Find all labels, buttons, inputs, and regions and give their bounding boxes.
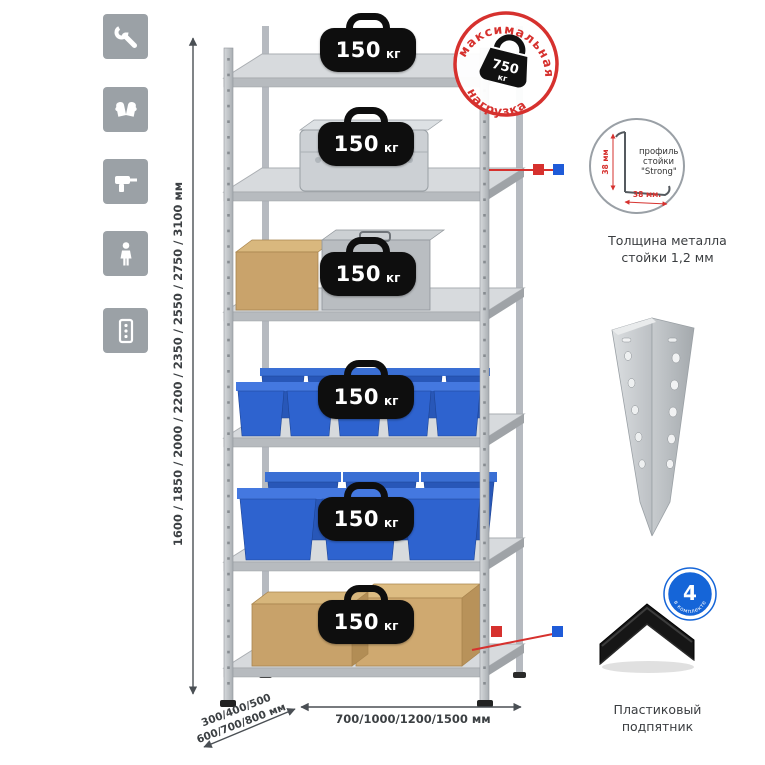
load-value: 150 xyxy=(333,610,379,634)
plastic-foot-illustration xyxy=(599,603,695,673)
foot-caption-line2: подпятник xyxy=(621,718,694,734)
gloves-icon xyxy=(103,87,148,132)
max-load-stamp: максимальная нагрузка 750 кг xyxy=(453,10,568,126)
load-value: 150 xyxy=(333,385,379,409)
profile-dim-vertical: 38 мм xyxy=(601,149,610,174)
profile-callout: 38 мм 38 мм. профиль стойки "Strong" xyxy=(589,118,685,214)
foot-back-right xyxy=(513,672,526,678)
front-post-right xyxy=(479,47,490,703)
profile-dim-horizontal: 38 мм. xyxy=(633,190,661,199)
connector-marker-blue-bottom xyxy=(552,626,563,637)
front-post-left xyxy=(223,47,234,703)
profile-caption-line1: Толщина металла xyxy=(608,233,727,248)
connector-top xyxy=(489,164,564,175)
wrench-icon xyxy=(103,14,148,59)
foot-caption-line1: Пластиковый xyxy=(613,702,702,717)
load-badge-shelf-1: 150 кг xyxy=(320,28,416,72)
back-post-right xyxy=(516,26,523,676)
load-value: 150 xyxy=(335,38,381,62)
profile-label-2: стойки xyxy=(643,157,674,167)
stamp-kettlebell: 750 кг xyxy=(479,34,528,88)
load-value: 150 xyxy=(333,507,379,531)
load-badge-shelf-4: 150 кг xyxy=(318,375,414,419)
load-badge-shelf-3: 150 кг xyxy=(320,252,416,296)
angle-post-illustration xyxy=(611,317,695,537)
rack-post-icon xyxy=(103,308,148,353)
profile-drawing xyxy=(615,131,671,197)
set-count-badge: 4 в комплекте xyxy=(663,567,717,621)
profile-caption: Толщина металла стойки 1,2 мм xyxy=(580,233,755,267)
load-unit: кг xyxy=(383,515,399,530)
foot-front-right xyxy=(477,700,493,707)
depth-dimension-arrow xyxy=(203,708,296,748)
connector-marker-red-bottom xyxy=(491,626,502,637)
height-dimension-label: 1600 / 1850 / 2000 / 2200 / 2350 / 2550 … xyxy=(171,181,185,547)
load-badge-shelf-5: 150 кг xyxy=(318,497,414,541)
load-badge-shelf-2: 150 кг xyxy=(318,122,414,166)
connector-bottom xyxy=(471,626,563,651)
load-badge-shelf-6: 150 кг xyxy=(318,600,414,644)
connector-marker-blue-top xyxy=(553,164,564,175)
drill-icon xyxy=(103,159,148,204)
profile-label-3: "Strong" xyxy=(641,167,677,177)
stamp-value: 750 xyxy=(490,57,520,78)
load-unit: кг xyxy=(383,393,399,408)
person-icon xyxy=(103,231,148,276)
load-unit: кг xyxy=(385,270,401,285)
load-unit: кг xyxy=(383,618,399,633)
width-dimension-label: 700/1000/1200/1500 мм xyxy=(335,712,491,726)
foot-front-left xyxy=(220,700,236,707)
set-count-value: 4 xyxy=(683,581,697,605)
load-unit: кг xyxy=(385,46,401,61)
stamp-unit: кг xyxy=(497,73,509,84)
back-post-left xyxy=(262,26,269,676)
load-value: 150 xyxy=(333,132,379,156)
load-value: 150 xyxy=(335,262,381,286)
load-unit: кг xyxy=(383,140,399,155)
cardboard-box-shelf3 xyxy=(234,239,336,311)
foot-caption: Пластиковый подпятник xyxy=(575,702,740,736)
profile-caption-line2: стойки 1,2 мм xyxy=(621,249,714,265)
connector-marker-red-top xyxy=(533,164,544,175)
profile-label-1: профиль xyxy=(639,147,678,157)
